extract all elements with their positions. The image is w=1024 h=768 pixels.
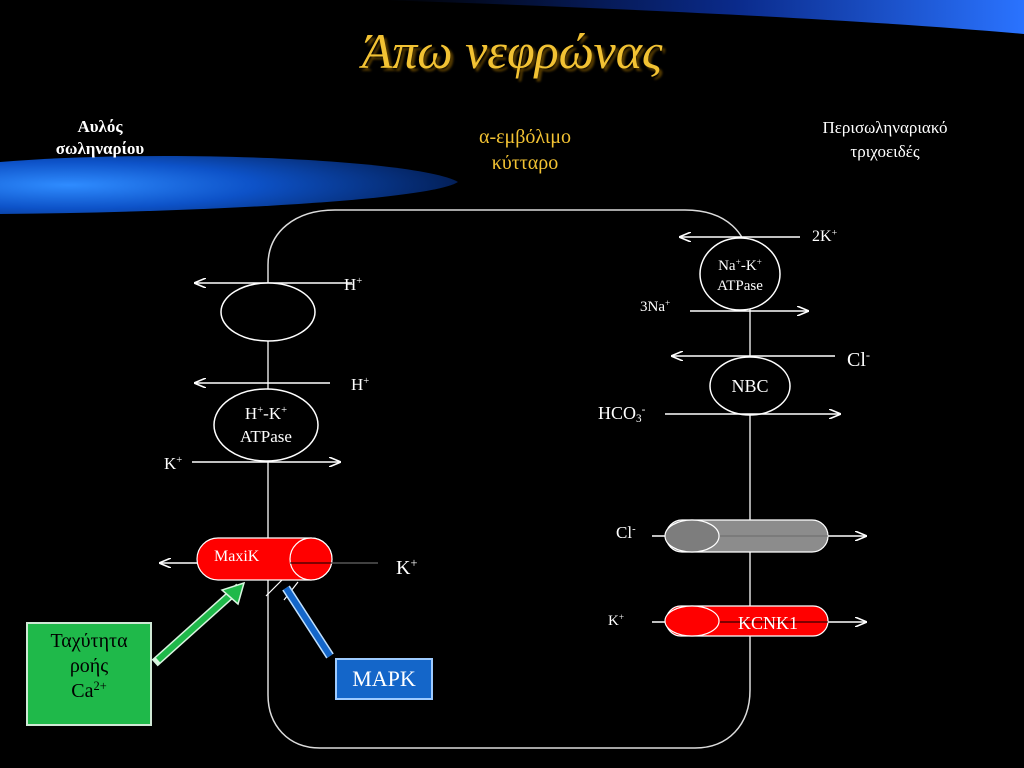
nak-atpase bbox=[699, 237, 781, 311]
nbc-hco3-label: HCO3- bbox=[598, 403, 646, 425]
hk-atpase-label: H+-K+ ATPase bbox=[240, 404, 292, 446]
flow-rate-line2: ροής bbox=[69, 655, 109, 677]
hk-k-ion-label: K+ bbox=[164, 454, 183, 473]
cl-channel-ion-label: Cl- bbox=[616, 523, 636, 542]
cell-label-line2: κύτταρο bbox=[491, 152, 559, 174]
capillary-label-line2: τριχοειδές bbox=[850, 142, 920, 161]
lumen-label: Αυλός σωληναρίου bbox=[30, 116, 170, 160]
kcnk1-ion-label: K+ bbox=[608, 612, 625, 629]
hk-h-ion-label: H+ bbox=[351, 375, 370, 394]
cl-channel-end bbox=[664, 519, 720, 553]
lumen-label-line1: Αυλός bbox=[77, 117, 123, 136]
nak-2k-label: 2K+ bbox=[812, 227, 838, 245]
mapk-arrow bbox=[283, 586, 333, 658]
maxik-channel-end bbox=[289, 537, 333, 581]
capillary-label: Περισωληναριακό τριχοειδές bbox=[790, 116, 980, 164]
maxik-tick bbox=[265, 579, 283, 597]
nbc-label: NBC bbox=[731, 376, 769, 396]
maxik-label: MaxiK bbox=[214, 548, 260, 565]
flow-arrow-head bbox=[220, 581, 246, 606]
nbc-transporter bbox=[709, 356, 791, 416]
h-pump bbox=[220, 282, 316, 342]
nbc-cl-label: Cl- bbox=[847, 348, 871, 371]
page-title: Άπω νεφρώνας bbox=[361, 23, 663, 79]
lumen-swoosh bbox=[0, 155, 458, 214]
h-pump-ion-label: H+ bbox=[344, 275, 363, 294]
capillary-label-line1: Περισωληναριακό bbox=[822, 118, 948, 137]
flow-rate-box: Ταχύτητα ροής Ca2+ bbox=[26, 622, 152, 726]
cell-label: α-εμβόλιμο κύτταρο bbox=[440, 124, 610, 176]
background-streak bbox=[380, 0, 1024, 34]
maxik-k-ion-label: K+ bbox=[396, 556, 418, 579]
flow-rate-line3: Ca bbox=[71, 680, 94, 702]
flow-rate-line1: Ταχύτητα bbox=[50, 630, 128, 652]
cell-label-line1: α-εμβόλιμο bbox=[479, 126, 571, 148]
kcnk1-channel-end bbox=[664, 605, 720, 637]
kcnk1-label: KCNK1 bbox=[738, 613, 799, 633]
nak-3na-label: 3Na+ bbox=[640, 298, 671, 315]
nak-atpase-label: Na+-K+ ATPase bbox=[717, 257, 763, 294]
lumen-label-line2: σωληναρίου bbox=[55, 139, 145, 158]
hk-atpase bbox=[213, 388, 319, 462]
flow-arrow bbox=[155, 587, 239, 663]
mapk-box: MAPK bbox=[335, 658, 433, 700]
